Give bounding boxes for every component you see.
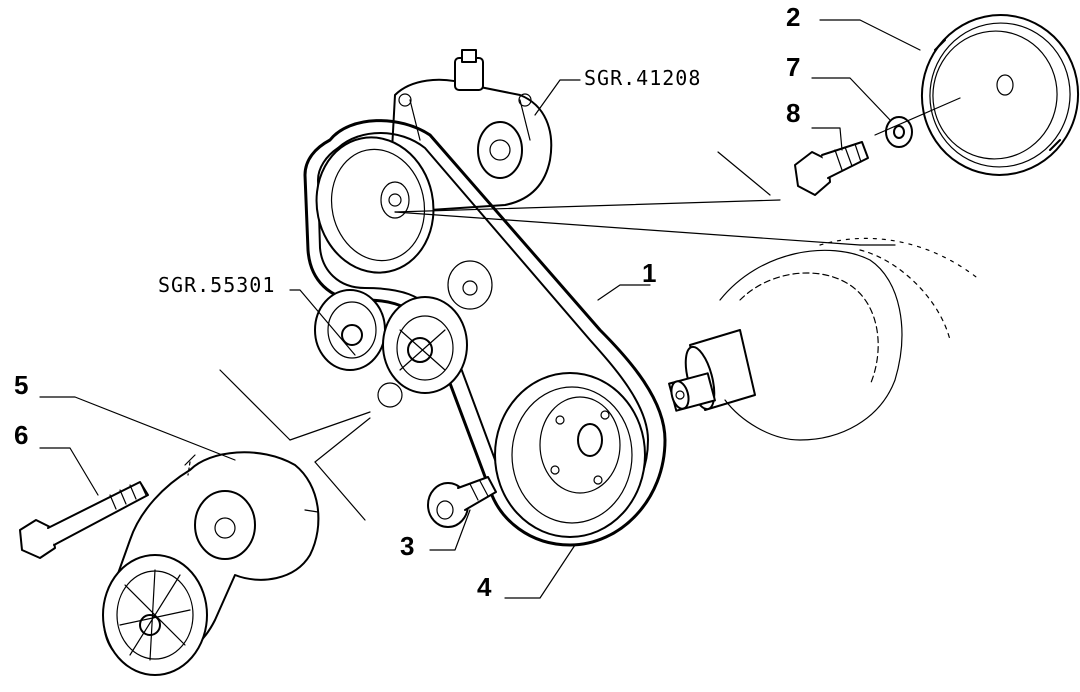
reference-sgr-41208: SGR.41208 [584,66,702,90]
reference-sgr-55301: SGR.55301 [158,273,276,297]
callout-4: 4 [477,572,492,602]
callout-5: 5 [14,370,29,400]
bolt-item-3 [427,476,497,528]
callout-7: 7 [786,52,801,82]
callout-3: 3 [400,531,415,561]
callout-8: 8 [786,98,801,128]
idler-pulley [314,289,386,371]
leader-lines [39,19,961,599]
callout-1: 1 [642,258,657,288]
tensioner-pulley-mounted [377,260,493,408]
crankshaft-hub [668,237,981,441]
bolt-item-8 [794,141,869,196]
callout-2: 2 [786,2,801,32]
pulley-item-2 [920,14,1080,176]
tensioner-assembly-item-5 [102,451,320,676]
crankshaft-pulley [494,372,646,538]
bolt-item-6 [19,481,149,559]
pump-pulley [315,136,435,274]
washer-item-7 [885,116,913,148]
steering-pump [390,49,553,211]
callout-6: 6 [14,420,29,450]
